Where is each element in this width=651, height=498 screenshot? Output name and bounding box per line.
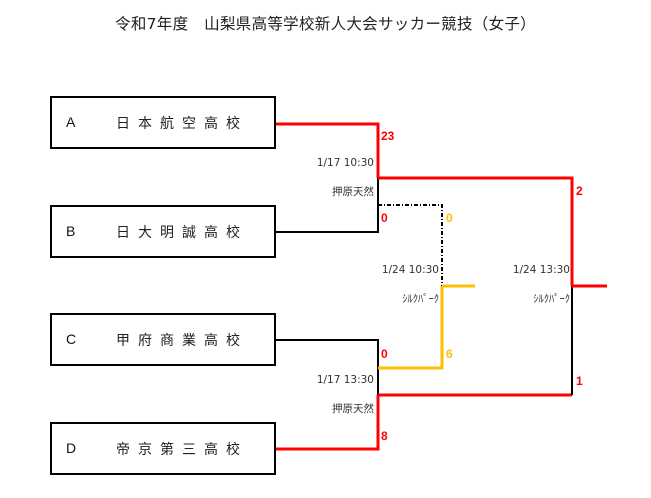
team-box-c: C 甲府商業高校 (50, 313, 276, 366)
venue-semi2: 押原天然 (332, 403, 374, 415)
score-third-bottom: 6 (446, 347, 453, 361)
page-title: 令和7年度 山梨県高等学校新人大会サッカー競技（女子） (115, 15, 536, 33)
line-third-bottom (378, 286, 444, 370)
score-semi2-top: 0 (381, 347, 388, 361)
line-team-d (276, 395, 380, 451)
line-team-a (276, 122, 380, 178)
line-team-b (276, 178, 379, 233)
score-final-bottom: 1 (576, 374, 583, 388)
team-seed: A (66, 114, 76, 130)
date-third-place: 1/24 10:30 (381, 264, 439, 276)
score-final-top: 2 (576, 184, 583, 198)
team-name: 日本航空高校 (116, 116, 248, 132)
date-semi1: 1/17 10:30 (316, 157, 374, 169)
date-final: 1/24 13:30 (512, 264, 570, 276)
team-name: 日大明誠高校 (116, 225, 248, 241)
team-seed: B (66, 223, 76, 239)
score-semi1-bottom: 0 (381, 211, 388, 225)
team-name: 帝京第三高校 (116, 442, 248, 458)
team-seed: C (66, 331, 77, 347)
team-box-b: B 日大明誠高校 (50, 205, 276, 258)
team-box-a: A 日本航空高校 (50, 96, 276, 149)
line-third-top (378, 204, 443, 286)
score-semi2-bottom: 8 (381, 429, 388, 443)
date-semi2: 1/17 13:30 (316, 374, 374, 386)
venue-semi1: 押原天然 (332, 186, 374, 198)
team-seed: D (66, 440, 77, 456)
score-third-top: 0 (446, 211, 453, 225)
line-team-c (276, 339, 379, 395)
score-semi1-top: 23 (381, 129, 395, 143)
team-name: 甲府商業高校 (116, 333, 248, 349)
venue-third-place: ｼﾙｸﾊﾟｰｸ (402, 293, 439, 305)
venue-final: ｼﾙｸﾊﾟｰｸ (533, 293, 570, 305)
line-final-top (378, 176, 574, 286)
team-box-d: D 帝京第三高校 (50, 422, 276, 475)
